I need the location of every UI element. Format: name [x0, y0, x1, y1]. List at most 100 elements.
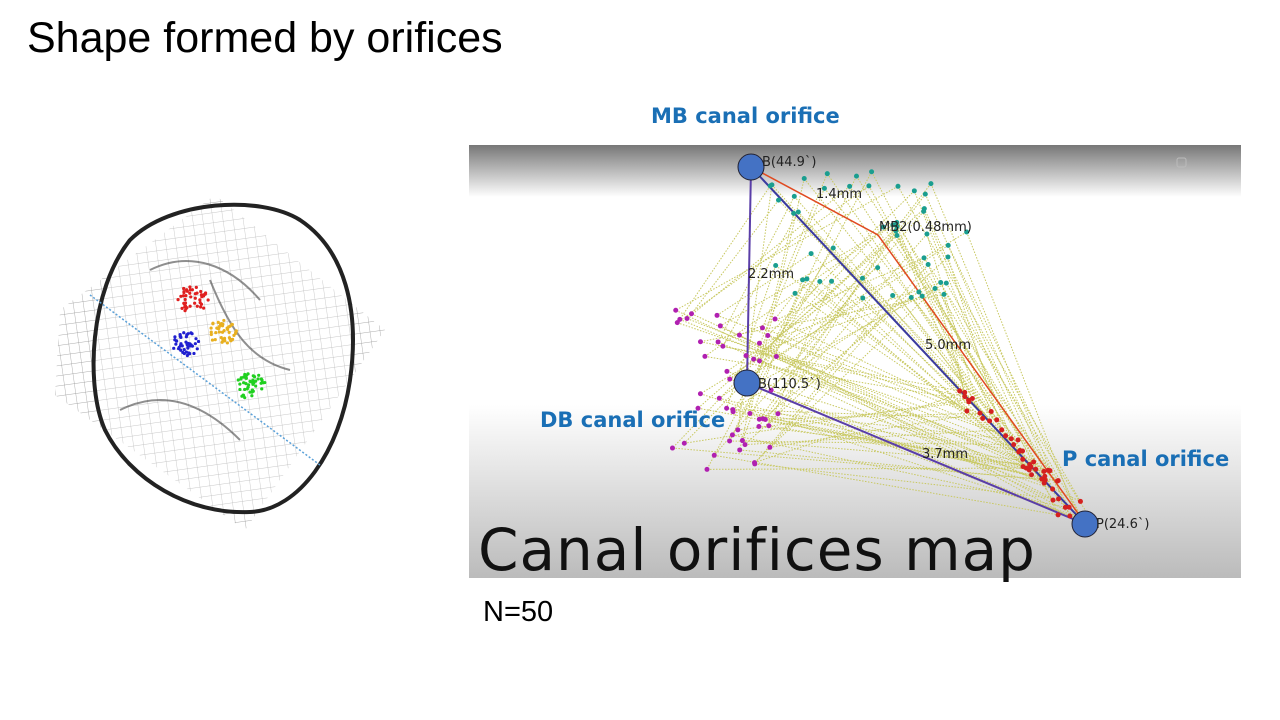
- db-orifice-point: [765, 333, 771, 339]
- tooth-point: [202, 306, 206, 310]
- tooth-point: [190, 288, 194, 292]
- guide-line: [947, 245, 1086, 526]
- tooth-point: [177, 345, 181, 350]
- tooth-point: [174, 342, 178, 346]
- tooth-point: [222, 328, 226, 333]
- tooth-point: [260, 387, 264, 391]
- guide-line: [806, 278, 1027, 469]
- db-orifice-point: [737, 447, 743, 453]
- mb-node-label: B(44.9`): [762, 155, 817, 170]
- db-orifice-point: [739, 438, 745, 444]
- mb-orifice-point: [945, 254, 951, 260]
- tooth-point: [222, 336, 227, 340]
- p-orifice-point: [1050, 486, 1056, 492]
- guide-line: [753, 188, 825, 360]
- tooth-point: [178, 334, 182, 338]
- p-orifice-point: [1050, 497, 1056, 503]
- mb-orifice-point: [890, 292, 896, 298]
- db-orifice-point: [716, 395, 722, 401]
- guide-line: [717, 196, 795, 343]
- mb-orifice-point: [804, 276, 810, 282]
- guide-line: [868, 185, 1007, 437]
- guide-line: [745, 295, 923, 357]
- tooth-point: [234, 329, 238, 333]
- tooth-point: [209, 330, 213, 334]
- mb-orifice-point: [880, 224, 886, 230]
- tooth-point: [185, 306, 189, 310]
- tooth-point: [182, 351, 186, 356]
- tooth-point: [247, 383, 251, 387]
- p-node-label: P(24.6`): [1096, 517, 1149, 532]
- tooth-point: [194, 337, 198, 341]
- tooth-point: [172, 346, 176, 350]
- tooth-point: [248, 379, 252, 383]
- guide-line: [739, 334, 1096, 527]
- orifice-points: [669, 169, 1099, 529]
- tooth-point: [195, 347, 199, 351]
- p-orifice-point: [1062, 504, 1068, 510]
- tooth-point: [251, 382, 255, 386]
- tooth-point: [220, 340, 224, 344]
- mb-orifice-point: [894, 233, 900, 239]
- mb2-path: [750, 166, 1091, 531]
- guide-line: [793, 196, 1045, 484]
- tooth-point: [188, 285, 192, 289]
- db-orifice-point: [689, 311, 695, 317]
- guide-line: [897, 186, 1081, 502]
- tooth-point: [176, 298, 180, 302]
- db-orifice-point: [704, 466, 710, 472]
- db-orifice-point: [724, 368, 730, 374]
- p-orifice-point: [969, 396, 975, 402]
- tooth-point: [193, 342, 197, 346]
- db-orifice-point: [669, 445, 675, 451]
- tooth-point: [210, 338, 215, 342]
- guide-line: [683, 226, 898, 444]
- db-orifice-point: [759, 325, 765, 331]
- guide-line: [729, 440, 1014, 446]
- guide-line: [691, 313, 1046, 477]
- tooth-point: [199, 302, 204, 306]
- tooth-point: [173, 338, 177, 342]
- p-orifice-point: [1077, 498, 1083, 504]
- guide-line: [768, 281, 833, 426]
- tooth-point: [185, 289, 189, 293]
- guide-line: [718, 297, 864, 399]
- guide-line: [774, 293, 796, 320]
- mb-orifice-point: [829, 278, 835, 284]
- mb-orifice-point: [830, 245, 836, 251]
- mb-orifice-point: [859, 275, 865, 281]
- mb-orifice-point: [875, 265, 881, 271]
- db-orifice-point: [695, 405, 701, 411]
- tooth-point: [232, 333, 236, 337]
- distance-mb-p: 5.0mm: [925, 338, 971, 353]
- mb-orifice-point: [925, 262, 931, 268]
- p-orifice-point: [1067, 513, 1073, 519]
- db-orifice-point: [752, 460, 758, 466]
- p-orifice-point: [999, 427, 1005, 433]
- guide-line: [726, 267, 878, 372]
- tooth-point: [214, 330, 218, 335]
- db-orifice-point: [735, 427, 741, 433]
- guide-line: [896, 226, 973, 399]
- p-orifice-point: [988, 408, 994, 414]
- p-orifice-point: [1039, 476, 1045, 482]
- tooth-point: [248, 390, 252, 394]
- db-orifice-point: [756, 423, 762, 429]
- p-orifice-point: [1023, 465, 1029, 471]
- guide-line: [940, 282, 1037, 470]
- p-orifice-point: [1033, 466, 1039, 472]
- tooth-outline: [91, 202, 355, 515]
- mb-orifice-point: [894, 224, 900, 230]
- guide-line: [714, 454, 1059, 516]
- guide-line: [716, 253, 812, 316]
- db-orifice-point: [756, 416, 762, 422]
- tooth-point: [193, 296, 197, 300]
- tooth-point: [182, 348, 186, 352]
- tooth-point: [259, 381, 263, 385]
- mb-orifice-point: [895, 183, 901, 189]
- mb-orifice-point: [860, 295, 866, 301]
- tooth-point: [194, 285, 198, 289]
- guide-line: [769, 264, 929, 448]
- tooth-point: [222, 318, 226, 323]
- tooth-point: [186, 332, 190, 336]
